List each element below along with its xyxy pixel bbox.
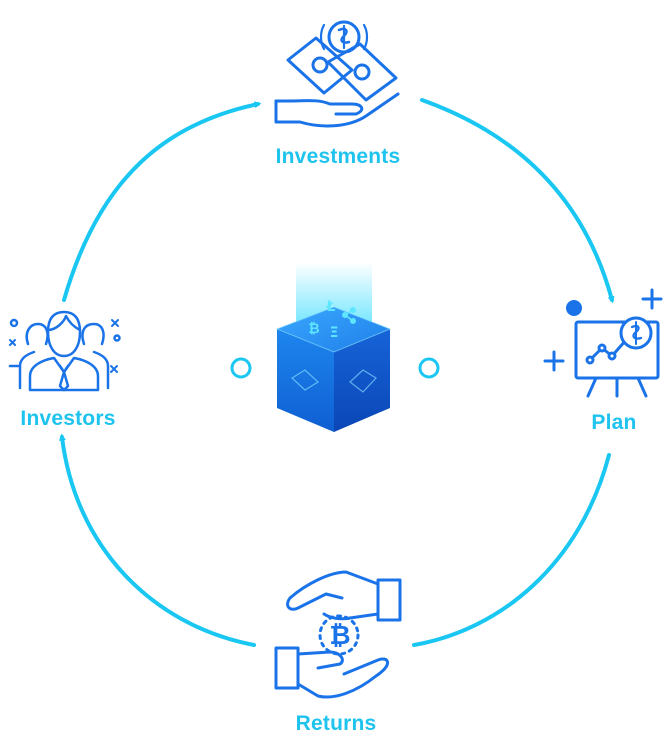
bitcoin-exchange-hands-icon: ₿ <box>274 570 402 699</box>
plan-label: Plan <box>591 411 636 434</box>
presentation-board-icon <box>543 288 663 398</box>
investor-group-icon <box>8 310 121 392</box>
investments-label: Investments <box>276 145 401 168</box>
litecoin-symbol: Ł <box>326 299 336 315</box>
ripple-icon <box>341 306 356 324</box>
arc-plan-to-returns <box>412 453 611 647</box>
bitcoin-symbol: ₿ <box>308 321 319 337</box>
arrow-returns-to-investors <box>58 433 256 647</box>
returns-label: Returns <box>296 712 377 735</box>
money-in-hand-icon <box>274 20 400 128</box>
investors-label: Investors <box>20 407 115 430</box>
crypto-cube-icon: Ł ₿ Ξ <box>275 262 392 432</box>
connector-right <box>418 357 545 379</box>
connector-left <box>130 357 252 379</box>
arrow-investors-to-investments <box>62 101 262 302</box>
arrow-investments-to-plan <box>420 98 615 304</box>
returns-bitcoin-symbol: ₿ <box>329 621 350 651</box>
ethereum-symbol: Ξ <box>330 325 339 341</box>
